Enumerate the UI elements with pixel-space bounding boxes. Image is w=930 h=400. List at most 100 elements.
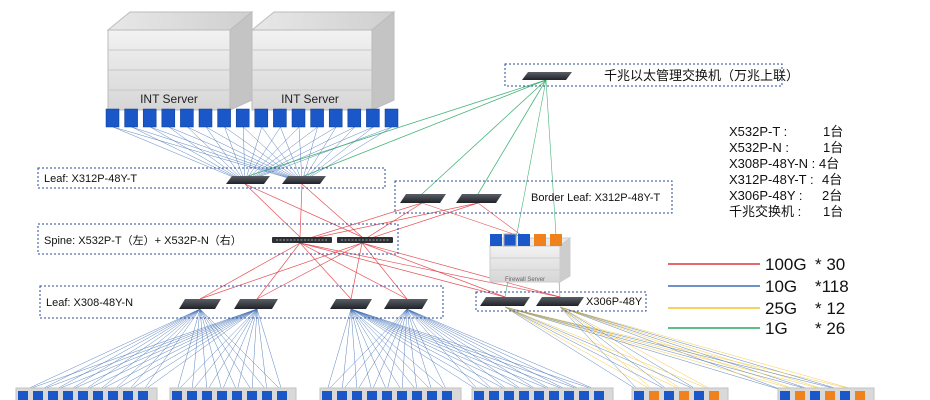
link-line: [559, 306, 700, 392]
server-port: [679, 391, 689, 400]
link-line: [350, 308, 358, 392]
server-port: [108, 391, 118, 400]
server-port: [367, 391, 377, 400]
link-line: [199, 308, 208, 392]
server-port-strip: [105, 108, 399, 128]
link-line: [224, 126, 303, 183]
link-line: [361, 202, 423, 242]
link-line: [504, 306, 640, 392]
link-line: [97, 308, 201, 392]
server-label: INT Server: [140, 92, 198, 106]
link-line: [406, 308, 540, 392]
int-server-left: INT Server: [106, 10, 254, 111]
link-line: [176, 308, 201, 392]
link-line: [67, 308, 258, 392]
legend-speed: 10G: [765, 277, 797, 296]
link-line: [350, 308, 418, 392]
legend-speed: 100G: [765, 255, 807, 274]
link-line: [205, 126, 246, 183]
link-line: [361, 242, 408, 300]
leaf-top-switch-1: [226, 176, 270, 184]
legend-count: *118: [815, 277, 849, 296]
link-line: [127, 308, 258, 392]
inventory-list: X532P-T : 1台 X532P-N : 1台 X308P-48Y-N : …: [729, 124, 843, 219]
border-leaf-zone: [394, 180, 673, 214]
server-port: [124, 108, 138, 128]
link-line: [504, 306, 831, 392]
link-line: [350, 308, 600, 392]
server-port: [412, 391, 422, 400]
leaf-bottom-switch-1: [179, 299, 221, 309]
link-line: [406, 308, 448, 392]
link-line: [361, 242, 506, 298]
link-line: [559, 306, 715, 392]
link-line: [350, 308, 480, 392]
server-port: [310, 108, 324, 128]
link-line: [299, 242, 506, 298]
link-line: [82, 308, 201, 392]
border-leaf-switch-2: [456, 194, 502, 203]
spine-label: Spine: X532P-T（左）+ X532P-N（右）: [44, 233, 242, 247]
link-line: [37, 308, 258, 392]
link-line: [112, 308, 258, 392]
link-line: [504, 306, 816, 392]
link-line: [350, 308, 570, 392]
link-line: [199, 242, 363, 300]
link-line: [150, 126, 303, 183]
link-line: [406, 308, 525, 392]
link-line: [341, 308, 408, 392]
link-line: [559, 306, 861, 392]
link-line: [301, 126, 374, 183]
link-line: [176, 308, 258, 392]
link-line: [256, 242, 363, 300]
server-port: [217, 391, 227, 400]
link-line: [22, 308, 201, 392]
link-line: [142, 308, 258, 392]
link-line: [298, 126, 303, 183]
link-line: [559, 306, 655, 392]
link-line: [247, 79, 547, 177]
server-label: INT Server: [281, 92, 339, 106]
leaf-top-label: Leaf: X312P-48Y-T: [44, 173, 137, 185]
link-line: [251, 308, 258, 392]
server-port: [291, 108, 306, 128]
server-port: [63, 391, 73, 400]
inventory-count: 1台: [823, 204, 843, 219]
x306-switch-2: [536, 297, 584, 306]
server-port: [366, 108, 380, 128]
server-port: [442, 391, 452, 400]
server-port: [519, 391, 529, 400]
server-port: [322, 391, 332, 400]
inventory-model: X308P-48Y-N :: [729, 156, 815, 171]
firewall-ports: [490, 233, 562, 247]
server-port: [123, 391, 133, 400]
server-port: [840, 391, 850, 400]
legend-count: * 30: [815, 255, 845, 274]
legend-speed: 1G: [765, 319, 788, 338]
link-line: [326, 308, 408, 392]
server-port: [138, 391, 148, 400]
link-line: [244, 183, 363, 238]
server-port: [105, 108, 120, 128]
server-port: [235, 108, 250, 128]
link-layer: [22, 79, 861, 392]
link-line: [301, 126, 355, 183]
server-port: [262, 391, 272, 400]
link-line: [406, 308, 600, 392]
server-port: [489, 391, 499, 400]
server-port: [504, 391, 514, 400]
link-line: [421, 79, 547, 195]
link-line: [112, 308, 201, 392]
server-port: [384, 108, 399, 128]
link-line: [406, 308, 495, 392]
int-server-right: INT Server: [250, 10, 396, 111]
link-line: [22, 308, 258, 392]
server-port: [172, 391, 182, 400]
link-line: [504, 306, 655, 392]
link-line: [112, 126, 303, 183]
link-line: [199, 308, 253, 392]
leaf-top-zone: [37, 167, 386, 189]
link-line: [280, 126, 303, 183]
x306-switch-1: [480, 297, 530, 306]
link-line: [299, 242, 561, 298]
